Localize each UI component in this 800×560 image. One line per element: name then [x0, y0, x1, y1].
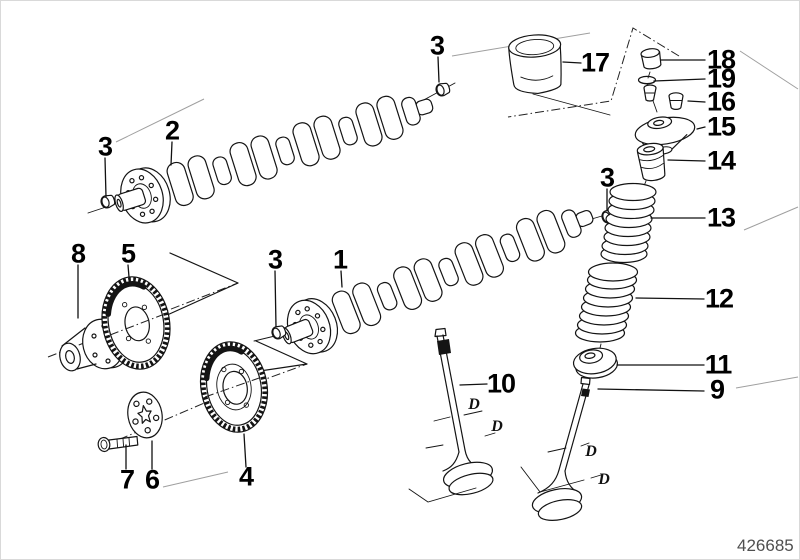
part-11-spring-seat — [572, 347, 619, 379]
diameter-label-d: D — [598, 471, 610, 488]
drawing-number: 426685 — [737, 536, 794, 555]
part-3-nut — [98, 192, 117, 210]
diameter-label-d: D — [491, 418, 503, 435]
callout-part-14[interactable]: 14 — [706, 145, 736, 176]
part-6-locking-plate — [127, 391, 163, 439]
dimension-witness-lines — [408, 410, 602, 503]
callout-part-12[interactable]: 12 — [704, 283, 734, 314]
sprocket-4-centerline — [204, 376, 263, 398]
part-4-sprocket — [199, 341, 269, 433]
part-16-valve-keeper — [643, 84, 684, 110]
part-19-ring — [637, 75, 657, 85]
callout-part-6[interactable]: 6 — [144, 464, 160, 495]
callout-part-1[interactable]: 1 — [332, 244, 348, 275]
callout-part-5[interactable]: 5 — [120, 238, 136, 269]
part-10-valve — [434, 327, 494, 496]
part-13-valve-spring-inner — [600, 182, 657, 264]
callout-part-3[interactable]: 3 — [599, 162, 615, 193]
part-15-spring-retainer — [634, 116, 696, 155]
callout-part-3[interactable]: 3 — [429, 30, 445, 61]
callout-part-2[interactable]: 2 — [164, 115, 180, 146]
part-18-cap — [640, 48, 662, 70]
callout-part-15[interactable]: 15 — [706, 111, 736, 142]
callout-part-19[interactable]: 19 — [706, 63, 736, 94]
diameter-label-d: D — [585, 443, 597, 460]
part-17-tappet — [508, 34, 562, 95]
part-1-camshaft-intake — [272, 207, 594, 365]
callout-part-18[interactable]: 18 — [706, 44, 736, 75]
callout-part-4[interactable]: 4 — [238, 461, 254, 492]
callout-leader-lines — [77, 56, 706, 470]
part-2-camshaft-exhaust — [106, 93, 434, 233]
callout-part-10[interactable]: 10 — [486, 368, 516, 399]
sprocket-5-centerline — [109, 314, 163, 336]
diameter-label-d: D — [468, 396, 480, 413]
callout-part-16[interactable]: 16 — [706, 86, 736, 117]
callout-part-8[interactable]: 8 — [70, 238, 86, 269]
callout-part-3[interactable]: 3 — [97, 131, 113, 162]
part-5-sprocket — [101, 276, 171, 370]
callout-part-13[interactable]: 13 — [706, 202, 736, 233]
part-9-valve — [531, 376, 591, 521]
part-14-valve-stem-seal — [636, 142, 666, 182]
callout-part-7[interactable]: 7 — [119, 464, 135, 495]
part-7-bolt — [97, 435, 139, 453]
callout-part-3[interactable]: 3 — [267, 244, 283, 275]
callout-part-11[interactable]: 11 — [704, 349, 733, 380]
part-12-valve-spring-outer — [574, 262, 639, 343]
callout-part-17[interactable]: 17 — [580, 47, 610, 78]
callout-part-9[interactable]: 9 — [709, 374, 725, 405]
part-3-nut — [433, 80, 452, 98]
